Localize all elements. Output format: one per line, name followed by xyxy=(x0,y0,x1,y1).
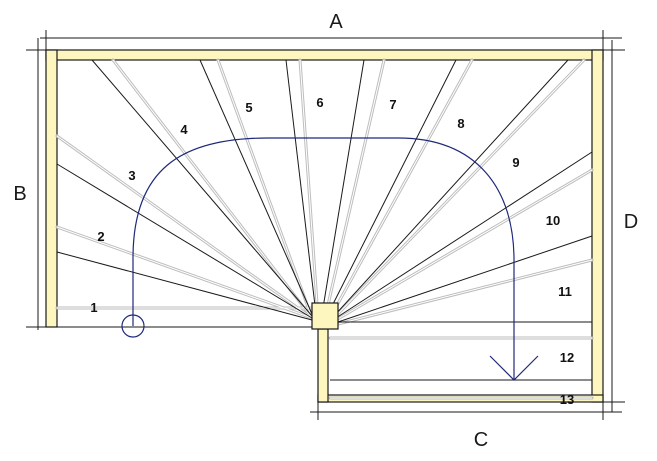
riser-line-9 xyxy=(333,59,569,317)
walking-line xyxy=(121,137,539,381)
step-number-6: 6 xyxy=(316,95,323,110)
tread-nosing-8-inner xyxy=(329,59,473,319)
dimension-label-d: D xyxy=(624,211,638,233)
riser-line-10 xyxy=(335,151,593,319)
walking-line-path xyxy=(132,137,515,380)
stringers xyxy=(45,49,604,403)
stringer-left xyxy=(45,49,58,328)
tread-nosings-inner xyxy=(56,59,593,399)
riser-line-4 xyxy=(91,59,313,317)
stringer-top xyxy=(45,49,604,61)
riser-line-5 xyxy=(199,59,313,315)
dimension-label-c: C xyxy=(474,429,488,451)
stringer-right xyxy=(591,49,604,403)
riser-line-3 xyxy=(56,163,313,319)
riser-line-8 xyxy=(327,59,457,315)
tread-nosing-2-inner xyxy=(56,226,313,319)
step-number-12: 12 xyxy=(560,350,574,365)
step-number-13: 13 xyxy=(560,392,574,407)
tread-nosing-7-inner xyxy=(324,59,385,319)
riser-line-7 xyxy=(321,59,365,315)
tread-nosing-4-inner xyxy=(112,59,313,319)
step-number-1: 1 xyxy=(90,300,97,315)
tread-nosing-5-inner xyxy=(217,59,313,319)
tread-nosing-11-inner xyxy=(337,259,593,325)
step-number-10: 10 xyxy=(546,213,560,228)
newel-post xyxy=(311,302,339,330)
step-number-3: 3 xyxy=(128,168,135,183)
step-number-5: 5 xyxy=(245,100,252,115)
walking-line-arrow xyxy=(489,355,539,381)
step-number-2: 2 xyxy=(97,229,104,244)
riser-line-11 xyxy=(337,235,593,323)
riser-line-2 xyxy=(56,251,313,321)
step-number-9: 9 xyxy=(512,155,519,170)
riser-lines xyxy=(56,59,593,381)
riser-line-6 xyxy=(285,59,317,315)
tread-nosing-3-inner xyxy=(56,135,313,319)
step-number-11: 11 xyxy=(558,284,572,299)
tread-nosing-6-inner xyxy=(299,59,319,319)
inner-stringer xyxy=(317,328,329,403)
dimension-label-b: B xyxy=(13,183,26,205)
tread-nosing-9-inner xyxy=(333,59,585,319)
tread-nosing-10-inner xyxy=(335,169,593,321)
dimension-label-a: A xyxy=(329,11,343,33)
step-number-8: 8 xyxy=(457,116,464,131)
step-number-7: 7 xyxy=(389,97,396,112)
step-number-4: 4 xyxy=(180,122,188,137)
